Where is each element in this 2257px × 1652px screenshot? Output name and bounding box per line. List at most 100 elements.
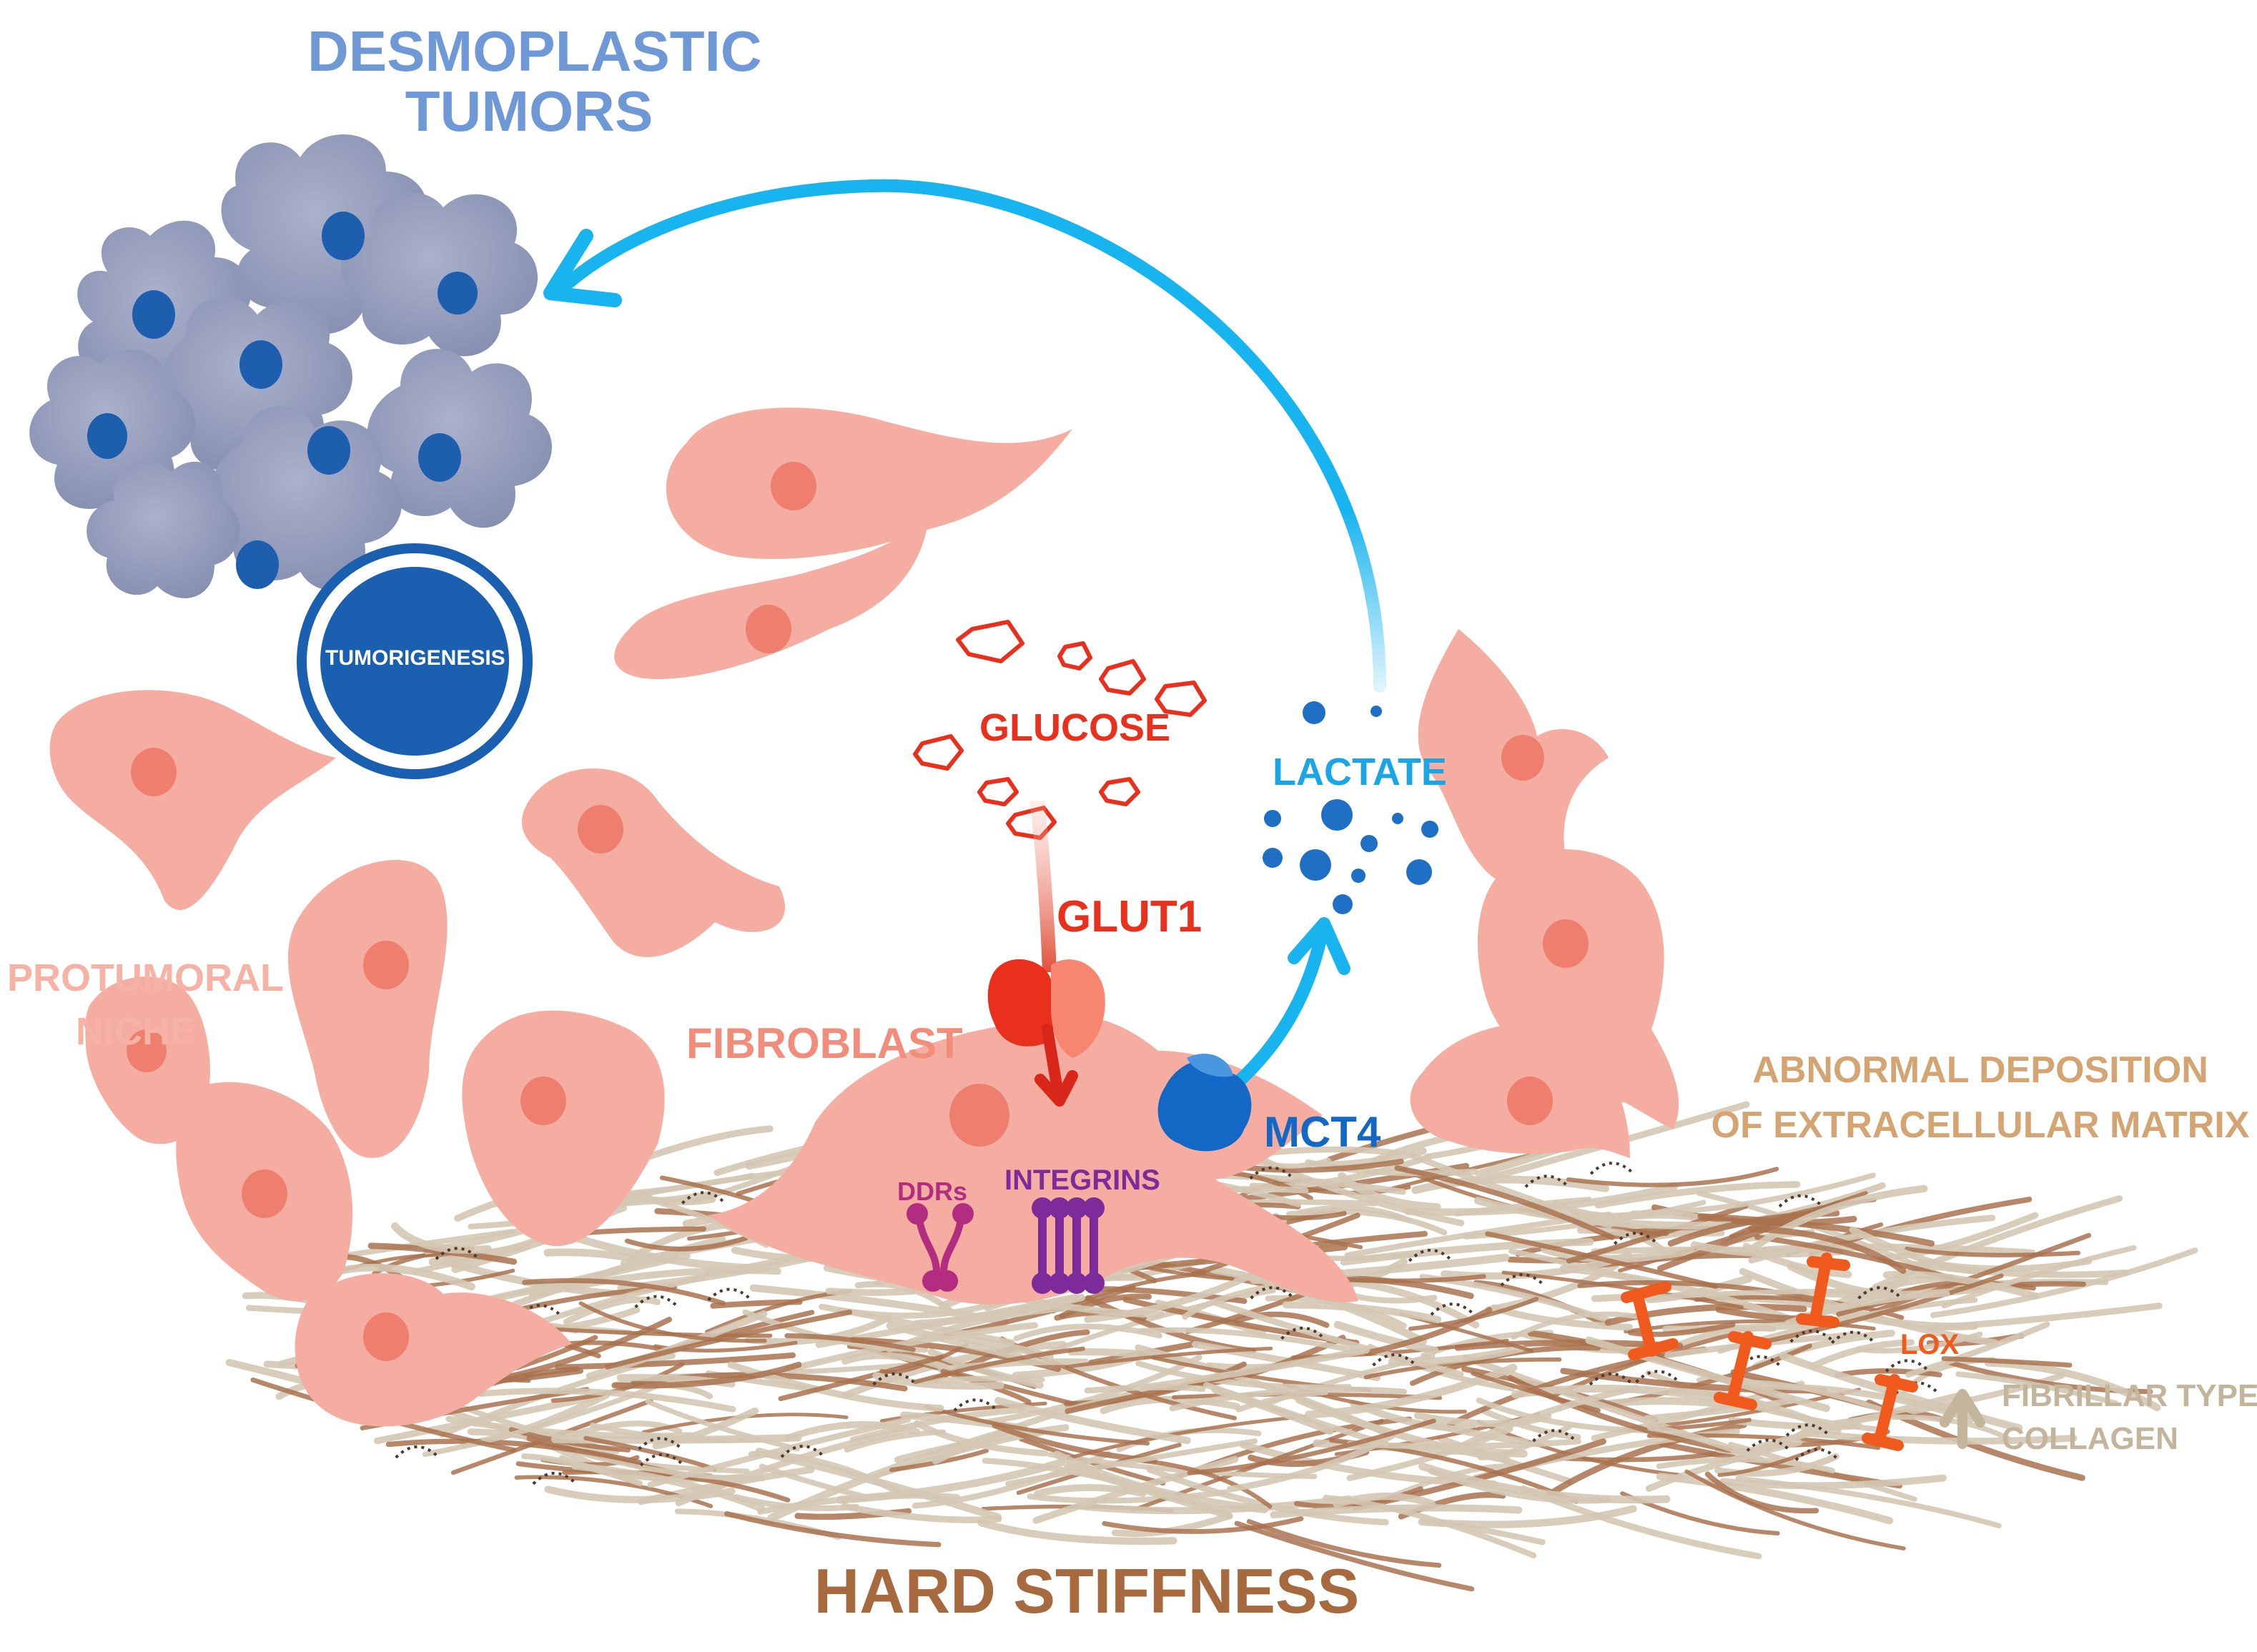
collagen-fiber (919, 1375, 1045, 1385)
collagen-fiber (1507, 1375, 1732, 1453)
lactate-dot (1321, 799, 1353, 831)
lactate-label: LACTATE (1273, 751, 1447, 793)
collagen-fiber (1882, 1270, 2040, 1300)
collagen-fiber (1594, 1181, 1801, 1209)
fibroblast-cell (666, 407, 1072, 559)
collagen-fiber (841, 1352, 948, 1370)
collagen-label: FIBRILLAR TYPE I COLLAGEN (2002, 1378, 2257, 1455)
tumor-nucleus (418, 433, 461, 482)
tumor-nucleus (132, 290, 175, 339)
collagen-fiber (1697, 1213, 1935, 1247)
lactate-molecules (1263, 701, 1438, 914)
fibroblast-nucleus (771, 462, 816, 510)
lactate-dot (1264, 810, 1281, 827)
collagen-fiber (563, 1296, 661, 1325)
collagen-fiber (914, 1420, 1049, 1457)
glucose-hexagon (1099, 659, 1146, 696)
collagen-crosslink (707, 1287, 753, 1301)
collagen-fiber (1585, 1336, 1830, 1413)
lox-label: LOX (1900, 1329, 1960, 1360)
collagen-crosslink (532, 1472, 578, 1485)
collagen-fiber (641, 1413, 849, 1435)
collagen-crosslink (1524, 1174, 1570, 1188)
collagen-fiber (1799, 1429, 2078, 1445)
collagen-fiber (652, 1407, 759, 1450)
fibroblast-nucleus (127, 1029, 167, 1072)
fibroblast-nucleus (363, 1312, 409, 1361)
collagen-fiber (1053, 1450, 1269, 1513)
glucose-transport-stream (1029, 801, 1057, 972)
collagen-crosslink (1532, 1429, 1577, 1443)
collagen-crosslink (634, 1295, 680, 1309)
collagen-fiber (992, 1423, 1157, 1464)
collagen-crosslink (1249, 1166, 1295, 1180)
collagen-fiber (1684, 1469, 1906, 1550)
fibroblast-nucleus (1543, 919, 1589, 968)
collagen-fiber (1941, 1245, 2137, 1309)
collagen-fiber (913, 1346, 1085, 1385)
collagen-fiber (1246, 1519, 1442, 1568)
collagen-fiber (1627, 1322, 1736, 1337)
collagen-fiber (1476, 1398, 1661, 1434)
collagen-up-arrow (1940, 1389, 1985, 1449)
collagen-fiber (1717, 1445, 1822, 1478)
collagen-fiber (1388, 1344, 1526, 1366)
lactate-dot (1333, 894, 1353, 914)
collagen-fiber (1059, 1293, 1152, 1319)
collagen-fiber (1203, 1382, 1389, 1448)
glut1-transporter (987, 959, 1105, 1107)
tumor-nucleus (438, 272, 478, 315)
collagen-fiber (1233, 1311, 1330, 1328)
fibroblast-cell (295, 1273, 572, 1427)
collagen-fiber (733, 1494, 859, 1511)
tumor-cell (341, 192, 538, 357)
glucose-hexagon (1155, 681, 1207, 717)
lactate-dot (1360, 835, 1378, 852)
collagen-fiber (1027, 1489, 1228, 1504)
collagen-crosslink (1613, 1232, 1659, 1245)
collagen-fiber (522, 1277, 726, 1306)
collagen-fiber (1102, 1516, 1304, 1534)
lox-molecule (1714, 1331, 1772, 1410)
collagen-fiber (1338, 1277, 1480, 1329)
lox-crosslinkers (1621, 1252, 1918, 1451)
collagen-fiber (819, 1303, 1015, 1346)
collagen-line-1: FIBRILLAR TYPE I (2002, 1378, 2257, 1413)
collagen-fiber (1941, 1356, 2073, 1368)
tumorigenesis-label: TUMORIGENESIS (325, 646, 505, 670)
collagen-fiber (1338, 1172, 1441, 1212)
collagen-fiber (1747, 1225, 1907, 1275)
glucose-hexagon (1057, 641, 1092, 671)
collagen-fiber (1481, 1408, 1581, 1440)
glucose-hexagon (1099, 777, 1140, 806)
collagen-fiber (889, 1448, 989, 1473)
collagen-crosslink (1789, 1330, 1835, 1343)
title-line-2: TUMORS (405, 79, 653, 143)
fibroblast-cell (614, 515, 929, 679)
lox-molecule (1796, 1252, 1850, 1328)
collagen-fiber (977, 1518, 1177, 1545)
collagen-crosslink (1895, 1381, 1940, 1395)
collagen-fiber (1955, 1371, 2118, 1406)
collagen-crosslink (1250, 1286, 1295, 1300)
lactate-dot (1421, 821, 1438, 838)
collagen-crosslink (1794, 1448, 1840, 1461)
collagen-fiber (1065, 1346, 1273, 1369)
collagen-fiber (1235, 1390, 1329, 1413)
collagen-fiber (1849, 1226, 1980, 1275)
collagen-fiber (759, 1463, 866, 1500)
collagen-crosslink (1830, 1330, 1876, 1345)
collagen-fiber (1141, 1347, 1370, 1391)
collagen-crosslink (1737, 1355, 1783, 1369)
mct4-transporter (1157, 1054, 1252, 1152)
collagen-crosslink (639, 1453, 685, 1467)
collagen-fiber (1418, 1505, 1637, 1528)
collagen-fiber (924, 1405, 1150, 1446)
fibroblast-cell (522, 768, 785, 957)
tumor-cell (367, 348, 553, 528)
collagen-fiber (1473, 1197, 1733, 1230)
collagen-fiber (645, 1399, 801, 1452)
collagen-fiber (1905, 1246, 2081, 1257)
collagen-fiber (784, 1420, 920, 1442)
collagen-fiber (605, 1310, 853, 1370)
